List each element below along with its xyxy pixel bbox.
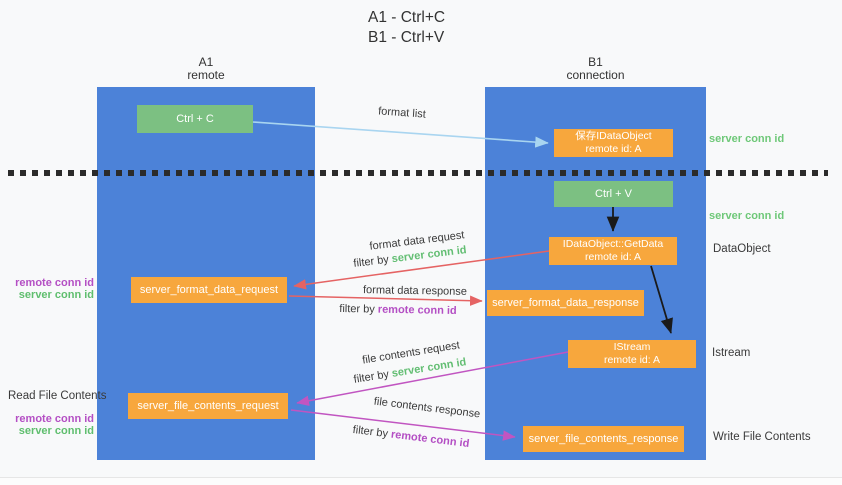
column-header-a1: A1 remote <box>97 56 315 82</box>
label-format-data-response: format data response <box>362 284 468 298</box>
column-b1-subtitle: connection <box>566 68 625 82</box>
write-file-contents-label: Write File Contents <box>713 431 811 443</box>
ctrl-c-label: Ctrl + C <box>176 112 214 125</box>
save-idataobject-box: 保存IDataObject remote id: A <box>554 129 673 157</box>
idataobject-getdata-line2: remote id: A <box>584 251 642 263</box>
title-line-1: A1 - Ctrl+C <box>368 9 446 26</box>
filter-prefix: filter by <box>339 302 378 316</box>
server-format-data-request-box: server_format_data_request <box>131 277 287 303</box>
phase-divider-dotted-line <box>8 170 828 176</box>
remote-conn-id-annotation: remote conn id <box>15 413 94 425</box>
istream-annotation: Istream <box>712 347 751 359</box>
right-server-conn-id-2: server conn id <box>709 210 785 222</box>
left-conn-ids-format: remote conn id server conn id <box>0 277 94 301</box>
save-idataobject-line2: remote id: A <box>585 143 642 155</box>
ctrl-v-box: Ctrl + V <box>554 181 673 207</box>
idataobject-getdata-line1: IDataObject::GetData <box>562 238 664 250</box>
filter-prefix: filter by <box>352 253 393 270</box>
server-file-contents-request-box: server_file_contents_request <box>128 393 288 419</box>
server-file-contents-request-label: server_file_contents_request <box>137 399 279 412</box>
column-header-b1: B1 connection <box>485 56 706 82</box>
column-a1-name: A1 <box>198 55 214 69</box>
column-b1-name: B1 <box>588 55 603 69</box>
filter-prefix: filter by <box>352 423 392 441</box>
idataobject-getdata-box: IDataObject::GetData remote id: A <box>549 237 677 265</box>
server-format-data-response-label: server_format_data_response <box>492 296 639 309</box>
bottom-divider <box>0 477 842 485</box>
label-format-list: format list <box>377 105 427 121</box>
left-conn-ids-file: remote conn id server conn id <box>0 413 94 437</box>
remote-conn-id-text: remote conn id <box>390 428 470 451</box>
istream-box: IStream remote id: A <box>568 340 696 368</box>
remote-conn-id-text: remote conn id <box>377 303 457 318</box>
server-file-contents-response-box: server_file_contents_response <box>523 426 684 452</box>
title-line-2: B1 - Ctrl+V <box>368 29 445 46</box>
istream-line1: IStream <box>613 341 651 353</box>
right-server-conn-id-1: server conn id <box>709 133 785 145</box>
label-filter-by-remote-2: filter by remote conn id <box>352 424 470 450</box>
ctrl-v-label: Ctrl + V <box>595 187 632 200</box>
remote-conn-id-annotation: remote conn id <box>15 277 94 289</box>
server-format-data-request-label: server_format_data_request <box>139 283 279 296</box>
server-conn-id-annotation: server conn id <box>18 289 94 301</box>
read-file-contents-label: Read File Contents <box>8 390 107 402</box>
label-file-contents-response: file contents response <box>373 395 481 421</box>
server-format-data-response-box: server_format_data_response <box>487 290 644 316</box>
column-a1-subtitle: remote <box>187 68 225 82</box>
dataobject-annotation: DataObject <box>713 243 771 255</box>
istream-line2: remote id: A <box>603 354 661 366</box>
save-idataobject-line1: 保存IDataObject <box>575 130 652 142</box>
server-conn-id-annotation: server conn id <box>18 425 94 437</box>
label-filter-by-remote-1: filter by remote conn id <box>339 303 457 317</box>
server-file-contents-response-label: server_file_contents_response <box>528 432 679 445</box>
filter-prefix: filter by <box>352 367 393 386</box>
diagram-title: A1 - Ctrl+C B1 - Ctrl+V <box>368 8 445 48</box>
ctrl-c-box: Ctrl + C <box>137 105 253 133</box>
